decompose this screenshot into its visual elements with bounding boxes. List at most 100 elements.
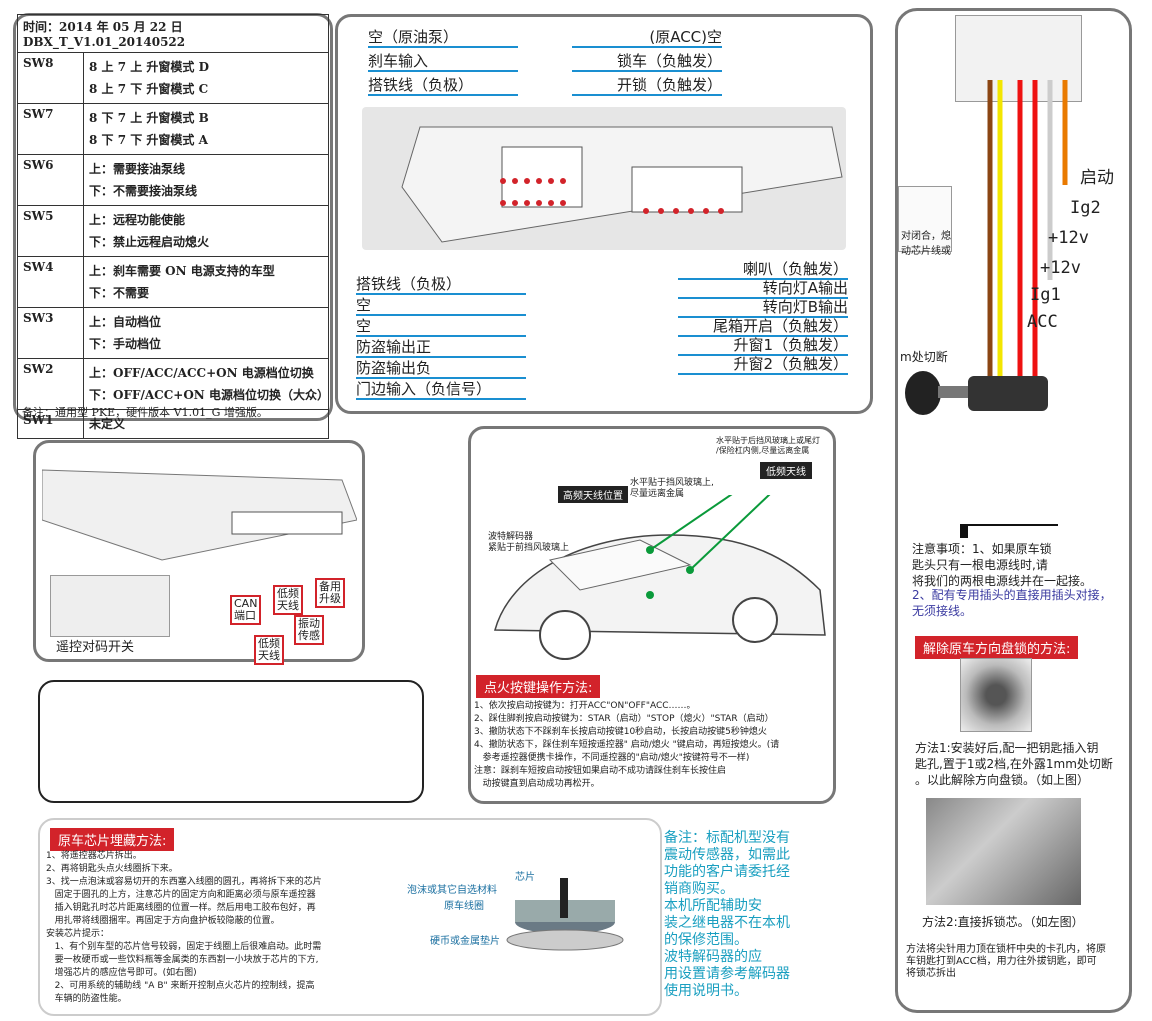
connector-drawing <box>362 107 846 250</box>
chip-step: 要一枚硬币或一些饮料瓶等金属类的东西割一小块放于芯片的下方, <box>46 955 319 965</box>
wire-label: 尾箱开启（负触发） <box>712 317 848 335</box>
connector-pin <box>560 178 566 184</box>
key-icon <box>903 368 1053 418</box>
chip-step: 用扎带将线圈捆牢。再固定于方向盘护板较隐蔽的位置。 <box>46 916 280 926</box>
wire-line <box>678 316 848 318</box>
ignition-title: 点火按键操作方法: <box>476 675 601 698</box>
connector-pin <box>536 178 542 184</box>
switch-key: SW4 <box>17 256 84 308</box>
switch-key: SW1 <box>17 409 84 439</box>
connector-pin <box>524 178 530 184</box>
wire-line <box>356 377 526 379</box>
chip-step: 固定于圆孔的上方，注意芯片的固定方向和距离必须与原车遥控器 <box>46 890 316 900</box>
dip-label: 遥控对码开关 <box>56 640 135 655</box>
ignition-label: Ig2 <box>1070 198 1101 218</box>
high-freq-label: 高频天线位置 <box>558 486 628 503</box>
switch-option: 8 下 7 下 升窗模式 A <box>89 133 208 147</box>
chip-diagram <box>405 860 645 1010</box>
switch-value: 上：需要接油泵线下：不需要接油泵线 <box>83 154 329 206</box>
low-freq-note: 水平贴于后挡风玻璃上或尾灯 /保险杠内侧,尽量远离金属 <box>716 436 820 455</box>
connector-pin <box>512 200 518 206</box>
remark: 备注：标配机型没有 震动传感器，如需此 功能的客户请委托经 销商购买。 本机所配… <box>664 830 790 999</box>
ignition-step: 参考遥控器便携卡操作，不同遥控器的"启动/熄火"按键符号不一样) <box>474 753 750 763</box>
switch-option: 8 下 7 上 升窗模式 B <box>89 111 209 125</box>
connector-pin <box>524 200 530 206</box>
method-2: 方法2:直接拆锁芯。（如左图） <box>922 915 1084 929</box>
switch-key: SW5 <box>17 205 84 257</box>
connector-pin <box>560 200 566 206</box>
wire-label: 空 <box>356 317 372 335</box>
connector-pin <box>658 208 664 214</box>
switch-key: SW6 <box>17 154 84 206</box>
switch-value: 8 下 7 上 升窗模式 B 8 下 7 下 升窗模式 A <box>83 103 329 155</box>
wire-label: 防盗输出负 <box>356 359 432 377</box>
wire-label: 升窗2（负触发） <box>733 355 848 373</box>
connector-pin <box>500 178 506 184</box>
switch-value: 上：刹车需要 ON 电源支持的车型下：不需要 <box>83 256 329 308</box>
ignition-snippet: 对闭合，熄 动芯片线或 <box>898 186 952 257</box>
ignition-step: 4、撤防状态下，踩住刹车短按遥控器" 启动/熄火 "键启动，再短按熄火。(请 <box>474 740 780 750</box>
wire-line <box>678 373 848 375</box>
port-label: 振动 传感 <box>294 615 324 645</box>
lock-photo <box>960 658 1032 732</box>
switch-option: 下：不需要接油泵线 <box>89 184 198 198</box>
connector-pin <box>548 200 554 206</box>
switch-value: 上：OFF/ACC/ACC+ON 电源档位切换下：OFF/ACC+ON 电源档位… <box>83 358 329 410</box>
ignition-label: 启动 <box>1080 168 1114 188</box>
ignition-wires <box>987 80 1068 395</box>
wire-label: 刹车输入 <box>368 52 429 70</box>
chip-step: 安装芯片提示： <box>46 929 110 939</box>
wire-label: 门边输入（负信号） <box>356 380 492 398</box>
wire-line <box>678 297 848 299</box>
chip-step: 2、可用系统的辅助线 "A B" 来断开控制点火芯片的控制线，提高 <box>46 981 315 991</box>
switch-option: 下：OFF/ACC+ON 电源档位切换（大众） <box>89 388 329 402</box>
chip-title: 原车芯片埋藏方法: <box>50 828 175 851</box>
switch-key: SW7 <box>17 103 84 155</box>
chip-step: 1、有个别车型的芯片信号较弱，固定于线圈上后很难启动。此时需 <box>46 942 322 952</box>
module-drawing <box>41 450 358 570</box>
wire-line <box>356 356 526 358</box>
connector-pin <box>643 208 649 214</box>
chip-step: 2、再将钥匙头点火线圈拆下来。 <box>46 864 178 874</box>
switch-option: 下：禁止远程启动熄火 <box>89 235 210 249</box>
notes-2: 2、配有专用插头的直接用插头对接， 无须接线。 <box>912 588 1112 618</box>
ignition-step: 注意：踩刹车短按启动按钮如果启动不成功请踩住刹车长按住启 <box>474 766 727 776</box>
wire-line <box>368 46 518 48</box>
ignition-label: +12v <box>1048 228 1089 248</box>
switch-key: SW8 <box>17 52 84 104</box>
port-label: 低频 天线 <box>273 585 303 615</box>
wire-line <box>678 278 848 280</box>
decoder-label: 波特解码器 紧贴于前挡风玻璃上 <box>488 532 570 553</box>
connector-pin <box>548 178 554 184</box>
switch-option: 下：手动档位 <box>89 337 162 351</box>
connector-pin <box>673 208 679 214</box>
lock-title: 解除原车方向盘锁的方法: <box>915 636 1079 659</box>
switch-key: SW3 <box>17 307 84 359</box>
black-bar <box>960 524 1058 538</box>
chip-step: 车辆的防盗性能。 <box>46 994 127 1004</box>
lock-photo-2 <box>926 798 1081 905</box>
chip-step: 增强芯片的感应信号即可。(如右图) <box>46 968 197 978</box>
connector-pin <box>718 208 724 214</box>
chip-diagram-label: 芯片 <box>515 872 535 883</box>
port-label: 备用 升级 <box>315 578 345 608</box>
dip-photo <box>50 575 170 637</box>
wire-label: 防盗输出正 <box>356 338 432 356</box>
wire-label: 空（原油泵） <box>368 28 459 46</box>
wire-line <box>678 354 848 356</box>
wire-line <box>356 335 526 337</box>
chip-step: 3、找一点泡沫或容易切开的东西塞入线圈的圆孔，再将拆下来的芯片 <box>46 877 322 887</box>
switch-key: SW2 <box>17 358 84 410</box>
chip-diagram-label: 硬币或金属垫片 <box>430 936 500 947</box>
low-freq-label: 低频天线 <box>760 462 812 479</box>
switch-option: 上：远程功能使能 <box>89 213 186 227</box>
switch-value: 上：自动档位下：手动档位 <box>83 307 329 359</box>
connector-pin <box>512 178 518 184</box>
table-note: 备注：通用型 PKE，硬件版本 V1.01_G 增强版。 <box>22 406 268 419</box>
table-header: 时间：2014 年 05 月 22 日 DBX_T_V1.01_20140522 <box>17 14 329 53</box>
connector-pin <box>688 208 694 214</box>
